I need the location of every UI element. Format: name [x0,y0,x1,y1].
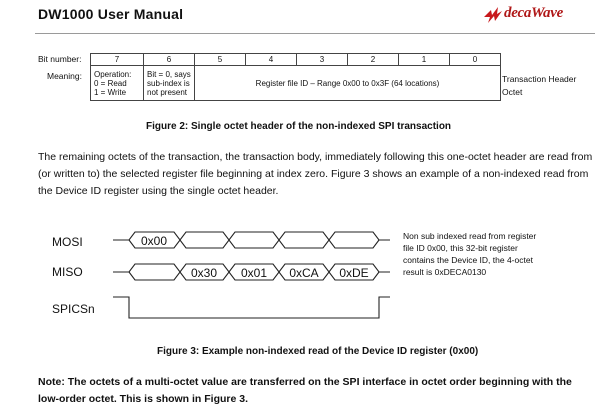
meaning-label: Meaning: [47,71,82,81]
operation-line: 0 = Read [94,78,127,88]
miso-waveform [113,263,390,281]
header-divider [35,33,595,34]
bit-field-table: 7 6 5 4 3 2 1 0 Operation: 0 = Read 1 = … [90,53,501,101]
logo-text: decaWave [504,5,563,21]
timing-note-line: result is 0xDECA0130 [403,267,487,277]
transaction-header-label: Transaction Header Octet [502,73,576,99]
figure-3-caption: Figure 3: Example non-indexed read of th… [157,346,479,357]
decawave-logo: decaWave [482,2,592,28]
spicsn-label: SPICSn [52,302,95,316]
timing-note-line: Non sub indexed read from register [403,231,537,241]
subindex-cell: Bit = 0, says sub-index is not present [143,65,195,101]
mosi-waveform [113,231,390,249]
operation-line: 1 = Write [94,87,127,97]
transaction-header-line: Transaction Header [502,74,577,84]
operation-line: Operation: [94,69,132,79]
miso-octet-value: 0xCA [289,266,318,280]
miso-octet-value: 0x30 [191,266,217,280]
register-id-cell: Register file ID – Range 0x00 to 0x3F (6… [194,65,501,101]
mosi-octet-value: 0x00 [141,234,167,248]
spicsn-waveform [113,296,390,319]
figure-2-caption: Figure 2: Single octet header of the non… [146,121,452,132]
miso-label: MISO [52,265,83,279]
subindex-line: not present [147,87,188,97]
timing-note: Non sub indexed read from register file … [403,230,593,278]
timing-note-line: contains the Device ID, the 4-octet [403,255,533,265]
timing-note-line: file ID 0x00, this 32-bit register [403,243,518,253]
body-paragraph: The remaining octets of the transaction,… [38,151,593,197]
miso-octet-value: 0x01 [241,266,267,280]
miso-octet-value: 0xDE [339,266,368,280]
subindex-line: Bit = 0, says [147,69,191,79]
operation-cell: Operation: 0 = Read 1 = Write [90,65,144,101]
transaction-header-line: Octet [502,87,523,97]
document-title: DW1000 User Manual [38,6,184,22]
logo-mark-icon [484,7,502,23]
note-paragraph: Note: The octets of a multi-octet value … [38,376,572,405]
mosi-label: MOSI [52,235,83,249]
subindex-line: sub-index is [147,78,190,88]
bit-number-label: Bit number: [38,54,82,64]
